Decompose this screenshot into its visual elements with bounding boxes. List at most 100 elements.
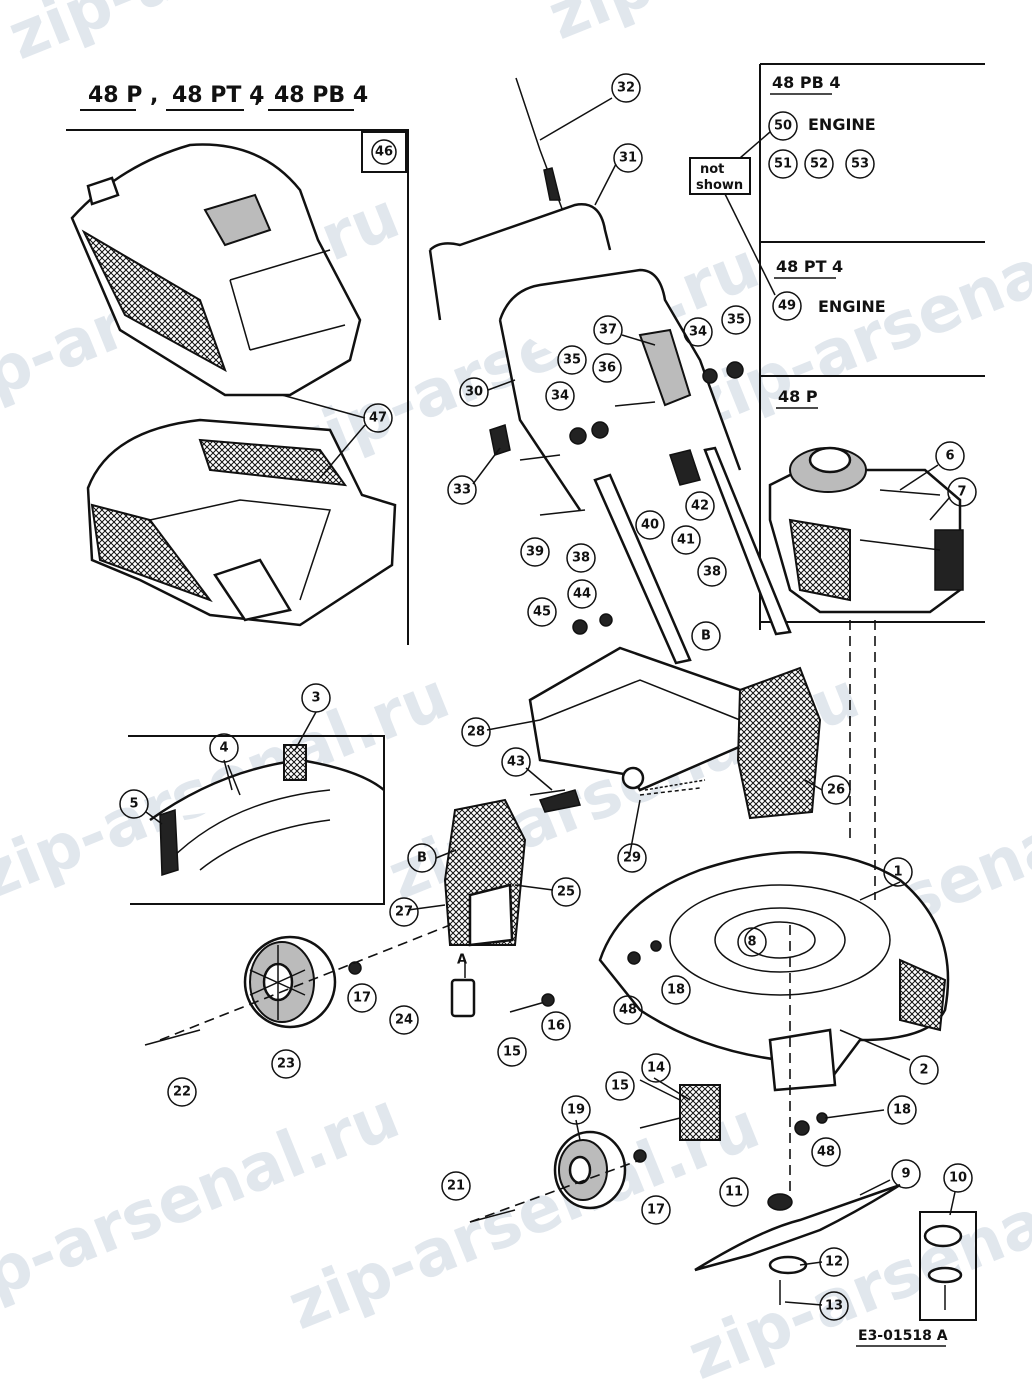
callout-B1: B — [691, 621, 721, 651]
callout-19: 19 — [561, 1095, 591, 1125]
svg-text:38: 38 — [572, 551, 590, 566]
callout-15a: 15 — [497, 1037, 527, 1067]
callout-11: 11 — [719, 1177, 749, 1207]
pt4-title: 48 PT 4 — [776, 257, 843, 276]
callout-10: 10 — [943, 1163, 973, 1193]
callout-1: 1 — [883, 857, 913, 887]
callout-2: 2 — [909, 1055, 939, 1085]
svg-text:39: 39 — [526, 545, 544, 560]
callout-34b: 34 — [545, 381, 575, 411]
svg-text:6: 6 — [945, 449, 954, 464]
callout-14: 14 — [641, 1053, 671, 1083]
svg-text:15: 15 — [611, 1079, 629, 1094]
callout-25: 25 — [551, 877, 581, 907]
svg-text:shown: shown — [696, 178, 743, 193]
svg-text:23: 23 — [277, 1057, 295, 1072]
callout-13: 13 — [819, 1291, 849, 1321]
svg-text:35: 35 — [727, 313, 745, 328]
svg-text:35: 35 — [563, 353, 581, 368]
callout-50: 50 — [768, 111, 798, 141]
callout-52: 52 — [804, 149, 834, 179]
callout-24: 24 — [389, 1005, 419, 1035]
svg-text:28: 28 — [467, 725, 485, 740]
callout-48a: 48 — [613, 995, 643, 1025]
callout-26: 26 — [821, 775, 851, 805]
callout-45: 45 — [527, 597, 557, 627]
callout-41: 41 — [671, 525, 701, 555]
callout-39: 39 — [520, 537, 550, 567]
model-48pt4: 48 PT 4 — [172, 83, 264, 108]
svg-text:ENGINE: ENGINE — [818, 297, 886, 316]
svg-text:17: 17 — [647, 1203, 665, 1218]
callout-17b: 17 — [641, 1195, 671, 1225]
svg-text:41: 41 — [677, 533, 695, 548]
callout-38a: 38 — [566, 543, 596, 573]
svg-text:34: 34 — [551, 389, 569, 404]
callout-21: 21 — [441, 1171, 471, 1201]
model-title: 48 P , 48 PT 4 , 48 PB 4 — [80, 83, 368, 111]
part-callouts: 46 47 32 31 30 37 34 35 35 36 34 33 42 4… — [119, 73, 977, 1321]
svg-text:26: 26 — [827, 783, 845, 798]
handle-assembly — [428, 77, 792, 665]
svg-text:25: 25 — [557, 885, 575, 900]
callout-43: 43 — [501, 747, 531, 777]
callout-49: 49 — [772, 291, 802, 321]
svg-text:45: 45 — [533, 605, 551, 620]
callout-9: 9 — [891, 1159, 921, 1189]
svg-text:14: 14 — [647, 1061, 665, 1076]
wheels — [159, 924, 721, 1223]
callout-4: 4 — [209, 733, 239, 763]
deck-inset — [128, 735, 385, 905]
callout-36: 36 — [592, 353, 622, 383]
svg-text:B: B — [701, 629, 711, 644]
callout-29: 29 — [617, 843, 647, 873]
callout-53: 53 — [845, 149, 875, 179]
callout-17a: 17 — [347, 983, 377, 1013]
drawing-number: E3-01518 A — [858, 1328, 948, 1344]
svg-text:48: 48 — [619, 1003, 637, 1018]
callout-48b: 48 — [811, 1137, 841, 1167]
svg-text:46: 46 — [375, 145, 393, 160]
svg-text:21: 21 — [447, 1179, 465, 1194]
svg-text:43: 43 — [507, 755, 525, 770]
svg-text:31: 31 — [619, 151, 637, 166]
callout-23: 23 — [271, 1049, 301, 1079]
svg-text:18: 18 — [667, 983, 685, 998]
not-shown-note: not — [700, 162, 724, 177]
callout-40: 40 — [635, 510, 665, 540]
svg-text:34: 34 — [689, 325, 707, 340]
callout-42: 42 — [685, 491, 715, 521]
callout-16: 16 — [541, 1011, 571, 1041]
callout-5: 5 — [119, 789, 149, 819]
callout-7: 7 — [947, 477, 977, 507]
svg-text:17: 17 — [353, 991, 371, 1006]
callout-34a: 34 — [683, 317, 713, 347]
callout-51: 51 — [768, 149, 798, 179]
svg-text:29: 29 — [623, 851, 641, 866]
callout-12: 12 — [819, 1247, 849, 1277]
callout-18a: 18 — [661, 975, 691, 1005]
callout-B2: B — [407, 843, 437, 873]
callout-15b: 15 — [605, 1071, 635, 1101]
svg-text:52: 52 — [810, 157, 828, 172]
mower-deck — [598, 620, 950, 1200]
pb4-title: 48 PB 4 — [772, 73, 840, 92]
svg-text:48: 48 — [817, 1145, 835, 1160]
svg-text:37: 37 — [599, 323, 617, 338]
svg-text:49: 49 — [778, 299, 796, 314]
svg-text:1: 1 — [893, 865, 902, 880]
callout-47: 47 — [363, 403, 393, 433]
svg-text:47: 47 — [369, 411, 387, 426]
callout-3: 3 — [301, 683, 331, 713]
svg-text:10: 10 — [949, 1171, 967, 1186]
svg-text:12: 12 — [825, 1255, 843, 1270]
svg-text:19: 19 — [567, 1103, 585, 1118]
callout-46: 46 — [371, 139, 397, 165]
svg-text:8: 8 — [747, 935, 756, 950]
grass-catcher-panel — [66, 129, 409, 645]
callout-18b: 18 — [887, 1095, 917, 1125]
svg-text:zip-arsenal.ru: zip-arsenal.ru — [0, 0, 490, 75]
svg-text:13: 13 — [825, 1299, 843, 1314]
